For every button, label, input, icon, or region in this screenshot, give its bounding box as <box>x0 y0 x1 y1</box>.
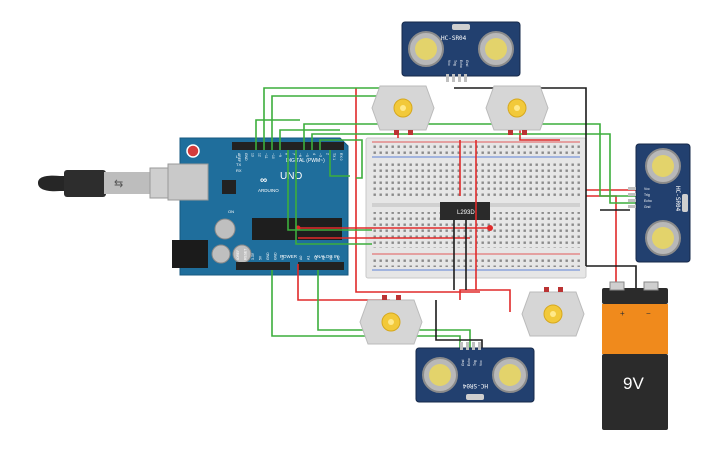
l-label: L <box>236 154 239 159</box>
svg-text:⇆: ⇆ <box>114 178 123 190</box>
digital-pin-label: 12 <box>257 153 261 157</box>
sensor-right-label: HC-SR04 <box>674 186 681 212</box>
sensor-pin <box>464 74 467 82</box>
power-label: POWER <box>280 254 298 259</box>
digital-pin-label: ~5 <box>305 153 309 157</box>
sensor-pin <box>472 342 475 350</box>
sensor-pin <box>446 74 449 82</box>
digital-pin-label: ~11 <box>264 153 268 159</box>
battery-9v: + − 9V <box>602 281 668 430</box>
analog-pin-label: A3 <box>322 256 326 260</box>
analog-pin-label: A0 <box>299 256 303 260</box>
digital-pin-label: 4 <box>312 153 316 155</box>
power-pin-label: 3.3V <box>251 252 255 260</box>
sensor-pin <box>628 199 636 202</box>
sensor-pin-label: Vcc <box>644 187 650 191</box>
digital-pin-label: ~10 <box>271 153 275 159</box>
sensor-pin <box>628 205 636 208</box>
dc-motor-top-right <box>485 85 549 135</box>
analog-pin-label: A1 <box>307 256 311 260</box>
dc-motor-bottom-right <box>521 287 585 337</box>
driver-label: L293D <box>457 210 475 216</box>
analog-pin-label: A2 <box>314 256 318 260</box>
digital-pin-label: ~3 <box>319 153 323 157</box>
power-header <box>236 262 290 270</box>
sensor-pin <box>466 342 469 350</box>
power-pin-label: GND <box>266 252 270 260</box>
on-label: ON <box>228 209 234 214</box>
capacitor-icon <box>214 218 236 240</box>
digital-label: DIGITAL (PWM~) <box>286 158 325 164</box>
sensor-pin <box>628 187 636 190</box>
dc-motor-bottom-left <box>359 295 423 345</box>
dc-motor-top-left <box>371 85 435 135</box>
sensor-bottom-label: HC-SR04 <box>462 382 488 389</box>
digital-pin-label: ~9 <box>278 153 282 157</box>
analog-header <box>298 262 344 270</box>
digital-pin-label: ~6 <box>298 153 302 157</box>
analog-pin-label: A4 <box>329 256 333 260</box>
sensor-pin <box>628 193 636 196</box>
digital-header <box>232 142 344 150</box>
sensor-top-label: HC-SR04 <box>441 35 467 42</box>
digital-pin-label: RX 0 <box>339 153 343 161</box>
sensor-pin-label: Gnd <box>461 359 465 366</box>
sensor-pin-label: Trig <box>644 193 650 197</box>
digital-pin-label: GND <box>244 153 248 161</box>
sensor-pin-label: Echo <box>459 60 463 68</box>
digital-pin-label: 8 <box>285 153 289 155</box>
power-pin-label: 5V <box>259 255 263 260</box>
l293d-driver-chip: L293D <box>440 202 490 220</box>
sensor-pin <box>452 74 455 82</box>
digital-pin-label: 7 <box>291 153 295 155</box>
digital-pin-label: 13 <box>251 153 255 157</box>
usb-cable: ⇆ <box>38 167 179 199</box>
tx-label: TX <box>236 162 241 167</box>
sensor-pin-label: Echo <box>644 199 652 203</box>
digital-pin-label: TX 1 <box>332 153 336 160</box>
power-pin-label: GND <box>274 252 278 260</box>
arduino-uno-board: DIGITAL (PWM~) ∞ ARDUINO UNO POWER ANALO… <box>167 137 349 276</box>
battery-plus-label: + <box>620 309 625 318</box>
power-pin-label: Vin <box>281 255 285 260</box>
digital-pin-label: 2 <box>325 153 329 155</box>
arduino-brand-logo: ∞ <box>260 175 267 186</box>
sensor-pin-label: Gnd <box>465 60 469 67</box>
digital-pin-label: AREF <box>237 153 241 162</box>
sensor-pin-label: Vcc <box>447 60 451 66</box>
sensor-pin-label: Vcc <box>479 360 483 366</box>
sensor-pin-label: Trig <box>453 60 457 66</box>
reset-button <box>186 144 200 158</box>
battery-minus-label: − <box>646 309 651 318</box>
power-pin-label: RESET <box>244 249 248 260</box>
battery-voltage-label: 9V <box>623 374 644 393</box>
analog-label: ANALOG IN <box>314 254 339 259</box>
power-pin-label: IOREF <box>236 250 240 260</box>
sensor-pin-label: Trig <box>473 360 477 366</box>
model-label: UNO <box>280 171 302 182</box>
brand-label: ARDUINO <box>258 188 279 193</box>
sensor-pin <box>478 342 481 350</box>
sensor-pin <box>458 74 461 82</box>
analog-pin-label: A5 <box>337 256 341 260</box>
sensor-pin <box>460 342 463 350</box>
sensor-pin-label: Echo <box>467 358 471 366</box>
rx-label: RX <box>236 168 242 173</box>
sensor-pin-label: Gnd <box>644 205 651 209</box>
